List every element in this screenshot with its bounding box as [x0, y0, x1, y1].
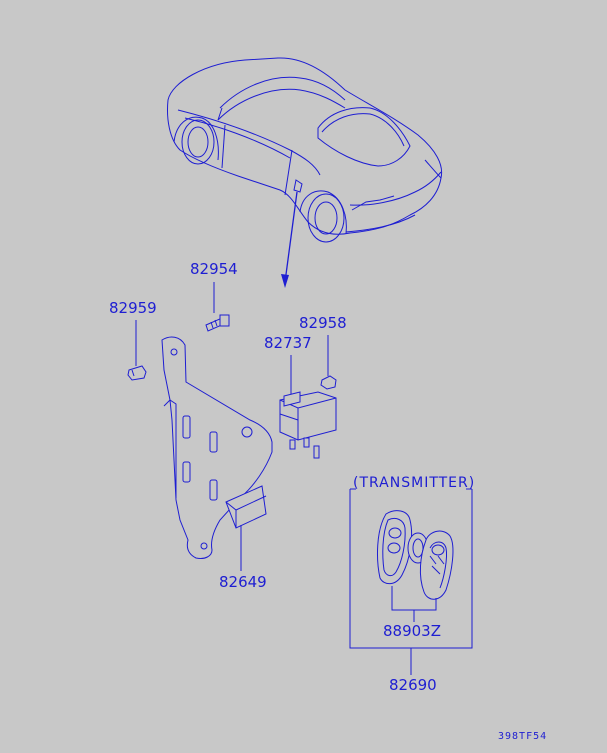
part-label-82954: 82954 [190, 260, 238, 278]
part-label-82959: 82959 [109, 299, 157, 317]
part-label-82690: 82690 [389, 676, 437, 694]
relay-82737 [279, 355, 337, 459]
car-illustration [167, 57, 443, 243]
part-label-82958: 82958 [299, 314, 347, 332]
transmitter-group-label: (TRANSMITTER) [353, 475, 475, 491]
location-arrow [281, 191, 298, 288]
figure-code: 398TF54 [498, 731, 547, 742]
bracket-unit-82649 [161, 336, 273, 571]
nut-82958 [320, 335, 337, 390]
transmitter-box [349, 488, 473, 675]
part-label-82649: 82649 [219, 573, 267, 591]
bolt-82954 [205, 282, 230, 332]
part-label-82737: 82737 [264, 334, 312, 352]
clip-82959 [127, 320, 147, 381]
part-label-88903Z: 88903Z [383, 622, 441, 640]
